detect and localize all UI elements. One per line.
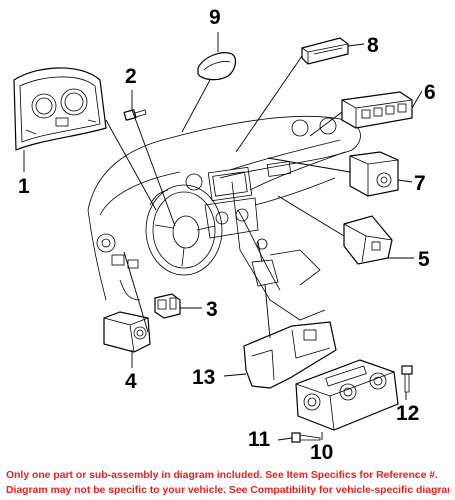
callout-4: 4	[125, 370, 137, 393]
callout-5: 5	[418, 248, 430, 271]
disclaimer-line-1: Only one part or sub-assembly in diagram…	[6, 470, 438, 481]
screw-part-12	[401, 365, 413, 393]
instrument-cluster	[13, 67, 107, 151]
disclaimer-text: Only one part or sub-assembly in diagram…	[0, 466, 455, 500]
callout-9: 9	[209, 6, 221, 29]
dome-lamp-part-9	[197, 52, 237, 81]
switch-part-5	[343, 215, 393, 265]
switch-part-4	[103, 311, 151, 353]
switch-bar-part-8	[301, 37, 349, 65]
callout-2: 2	[125, 65, 137, 88]
callout-8: 8	[367, 34, 379, 57]
steering-wheel	[145, 184, 223, 276]
switch-part-7	[349, 151, 399, 197]
bracket-part-13	[243, 321, 337, 389]
callout-11: 11	[248, 428, 271, 451]
climate-control-part-10	[295, 359, 399, 431]
callout-10: 10	[310, 441, 333, 464]
screw-part-11	[291, 432, 321, 443]
switch-part-3	[154, 293, 181, 319]
callout-labels: 1 2 3 4 5 6 7 8 9 10 11 12 13	[18, 6, 436, 464]
callout-13: 13	[192, 366, 215, 389]
dashboard-outline	[87, 115, 361, 321]
callout-6: 6	[424, 81, 436, 104]
disclaimer-line-2: Diagram may not be specific to your vehi…	[6, 485, 449, 496]
callout-12: 12	[396, 402, 419, 425]
switch-panel-part-6	[341, 91, 413, 129]
callout-7: 7	[414, 172, 426, 195]
parts-diagram: 1 2 3 4 5 6 7 8 9 10 11 12 13	[13, 6, 436, 464]
leader-lines	[23, 32, 423, 441]
callout-3: 3	[206, 298, 218, 321]
callout-1: 1	[18, 175, 30, 198]
